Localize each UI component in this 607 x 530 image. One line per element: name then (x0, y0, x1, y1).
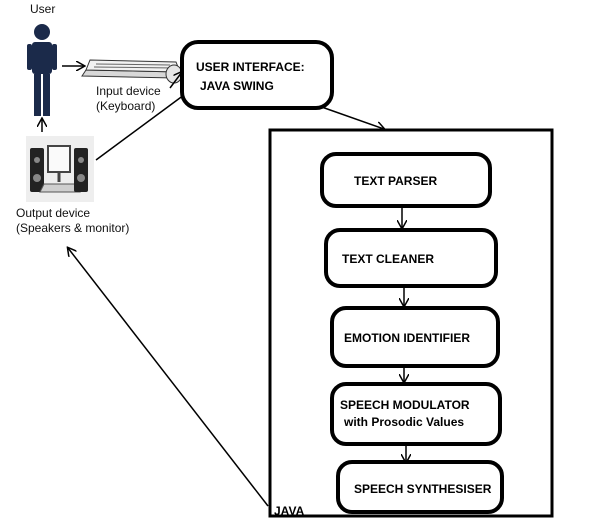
step-box-emotion-identifier (330, 306, 500, 368)
step-label-speech-modulator: SPEECH MODULATOR with Prosodic Values (340, 397, 470, 431)
output-device-label-line: (Speakers & monitor) (16, 221, 130, 235)
input-device-label-line: (Keyboard) (96, 99, 156, 113)
step-box-text-parser (320, 152, 492, 208)
arrow-java-to-output (68, 248, 269, 507)
java-container (268, 128, 554, 518)
step-label-speech-modulator-line: with Prosodic Values (344, 415, 465, 429)
arrow-ui-to-java (315, 104, 384, 129)
output-device-label: Output device (Speakers & monitor) (16, 206, 129, 236)
step-box-speech-modulator (330, 382, 502, 446)
input-device-label: Input device (Keyboard) (96, 84, 161, 114)
user-label: User (30, 2, 56, 16)
keyboard-icon (81, 59, 183, 84)
user-person-icon (27, 24, 57, 116)
ui-box (180, 40, 334, 110)
line-ui-to-output (95, 91, 189, 161)
step-label-emotion-identifier: EMOTION IDENTIFIER (344, 331, 470, 345)
ui-box-label-line: USER INTERFACE: (196, 60, 305, 74)
step-label-text-parser: TEXT PARSER (354, 174, 438, 188)
step-label-speech-synthesiser: SPEECH SYNTHESISER (354, 482, 492, 496)
ui-box-label: USER INTERFACE: JAVA SWING (196, 58, 305, 96)
output-device-label-line: Output device (16, 206, 91, 220)
speakers-monitor-icon (26, 136, 94, 202)
step-label-speech-modulator-line: SPEECH MODULATOR (340, 398, 470, 412)
step-label-text-cleaner: TEXT CLEANER (342, 252, 435, 266)
step-box-text-cleaner (324, 228, 498, 288)
ui-box-label-line: JAVA SWING (200, 79, 274, 93)
java-container-label: JAVA (274, 504, 305, 518)
step-box-speech-synthesiser (336, 460, 504, 514)
input-device-label-line: Input device (96, 84, 161, 98)
